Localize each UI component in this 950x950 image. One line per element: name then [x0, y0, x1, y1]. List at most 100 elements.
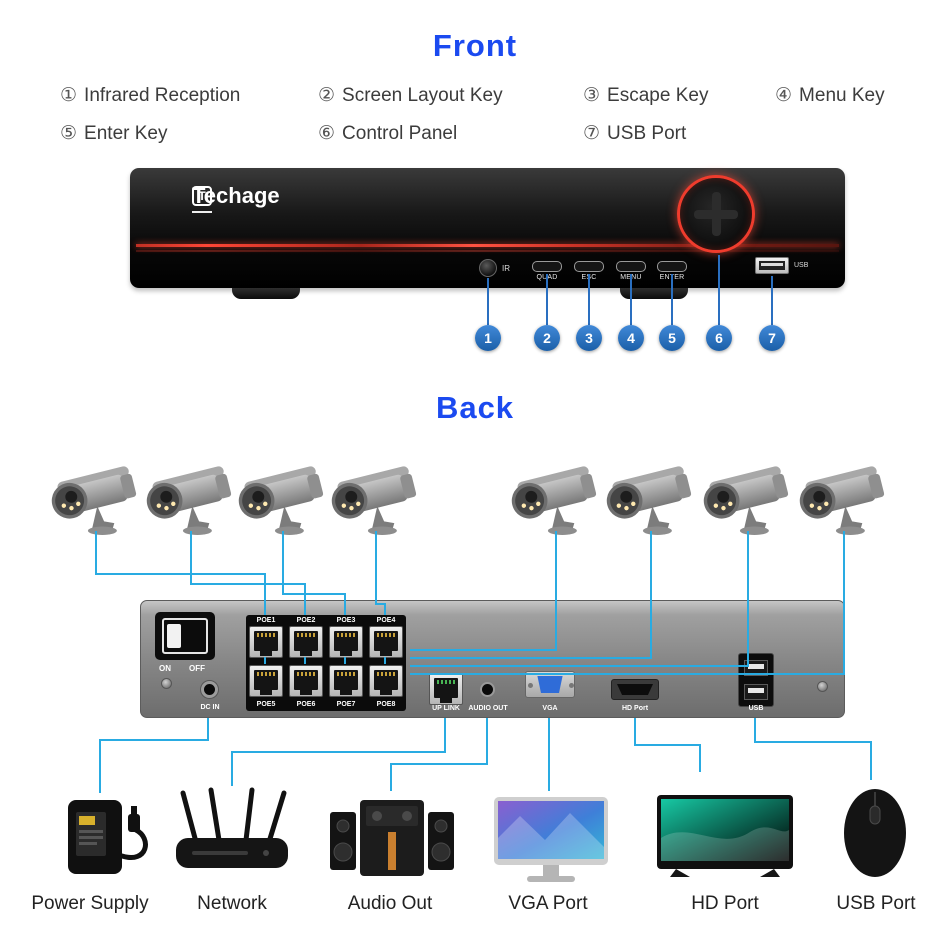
switch-off-label: OFF — [189, 664, 205, 673]
poe-camera-icon — [47, 464, 139, 535]
poe2-port — [289, 626, 323, 658]
legend-label-1: Infrared Reception — [84, 85, 241, 106]
audio-out-jack — [480, 682, 495, 697]
front-usb-port — [755, 257, 789, 274]
poe7-port — [329, 665, 363, 697]
back-usb-label: USB — [748, 705, 764, 712]
vga-connector — [525, 671, 575, 698]
callout-6: 6 — [706, 325, 732, 351]
infrared-receiver-icon — [479, 259, 497, 277]
legend-label-2: Screen Layout Key — [342, 85, 503, 106]
peripheral-connector-lines — [99, 718, 872, 793]
legend-num-7: ⑦ — [583, 123, 601, 144]
switch-on-label: ON — [159, 664, 171, 673]
callout-4: 4 — [618, 325, 644, 351]
callout-5: 5 — [659, 325, 685, 351]
vga-port-label: VGA Port — [508, 893, 588, 914]
poe7-label: POE7 — [336, 701, 356, 708]
callout-3: 3 — [576, 325, 602, 351]
poe-camera-icon — [327, 464, 419, 535]
audio-out-peripheral-label: Audio Out — [347, 893, 433, 914]
poe-camera-icon — [507, 464, 599, 535]
power-supply-label: Power Supply — [31, 893, 149, 914]
hdmi-connector — [611, 679, 659, 700]
enter-button-label: ENTER — [659, 274, 685, 281]
poe-camera-icon — [234, 464, 326, 535]
poe8-label: POE8 — [376, 701, 396, 708]
esc-button-label: ESC — [581, 274, 597, 281]
poe5-port — [249, 665, 283, 697]
quad-button-label: QUAD — [536, 274, 558, 281]
speakers-icon — [330, 800, 454, 876]
legend-num-1: ① — [60, 85, 78, 106]
menu-button: MENU — [615, 261, 647, 281]
status-light-strip — [136, 244, 839, 247]
uplink-port — [429, 673, 463, 705]
poe-camera-icon — [699, 464, 791, 535]
tv-icon — [657, 795, 793, 877]
callout-7: 7 — [759, 325, 785, 351]
legend-num-3: ③ — [583, 85, 601, 106]
dc-in-jack — [201, 681, 218, 698]
quad-button-outline — [532, 261, 562, 272]
legend-item-control-panel: ⑥ Control Panel — [318, 122, 457, 145]
dc-in-label: DC IN — [200, 704, 220, 711]
poe-camera-icon — [602, 464, 694, 535]
poe1-label: POE1 — [256, 617, 276, 624]
callout-1: 1 — [475, 325, 501, 351]
legend-num-5: ⑤ — [60, 123, 78, 144]
legend-item-infrared: ① Infrared Reception — [60, 84, 240, 107]
power-switch — [155, 612, 215, 660]
legend-label-4: Menu Key — [799, 85, 885, 106]
usb-port-peripheral-label: USB Port — [836, 893, 916, 914]
legend-num-4: ④ — [775, 85, 793, 106]
front-section-title: Front — [432, 28, 518, 63]
poe4-port — [369, 626, 403, 658]
nvr-front-panel: T Techage IR QUAD ESC MENU ENTER USB — [130, 168, 845, 288]
poe3-port — [329, 626, 363, 658]
poe5-label: POE5 — [256, 701, 276, 708]
legend-label-5: Enter Key — [84, 123, 168, 144]
control-panel-dial — [677, 175, 755, 253]
hd-port-peripheral-label: HD Port — [691, 893, 759, 914]
usb-port-1 — [744, 660, 768, 676]
poe6-port — [289, 665, 323, 697]
poe6-label: POE6 — [296, 701, 316, 708]
legend-num-6: ⑥ — [318, 123, 336, 144]
usb-port-2 — [744, 684, 768, 700]
screw-icon — [161, 678, 172, 689]
poe-camera-icon — [795, 464, 887, 535]
brand-name: Techage — [192, 183, 280, 208]
menu-button-outline — [616, 261, 646, 272]
status-light-reflection — [136, 250, 839, 252]
legend-label-6: Control Panel — [342, 123, 458, 144]
nvr-back-panel: ON OFF DC IN POE1 POE2 POE3 POE4 POE5 PO… — [140, 600, 845, 718]
monitor-icon — [494, 797, 608, 882]
audio-out-label: AUDIO OUT — [468, 705, 508, 712]
poe3-label: POE3 — [336, 617, 356, 624]
hd-port-label: HD Port — [621, 705, 649, 712]
network-label: Network — [197, 893, 267, 914]
router-icon — [176, 787, 288, 868]
poe8-port — [369, 665, 403, 697]
ir-label: IR — [502, 264, 510, 273]
esc-button-outline — [574, 261, 604, 272]
enter-button: ENTER — [656, 261, 688, 281]
poe-camera-icon — [142, 464, 234, 535]
enter-button-outline — [657, 261, 687, 272]
legend-item-enter: ⑤ Enter Key — [60, 122, 167, 145]
menu-button-label: MENU — [620, 274, 642, 281]
callout-2: 2 — [534, 325, 560, 351]
device-foot — [620, 288, 688, 299]
esc-button: ESC — [573, 261, 605, 281]
poe1-port — [249, 626, 283, 658]
front-usb-label: USB — [794, 262, 809, 269]
back-section-title: Back — [435, 390, 515, 425]
mouse-icon — [844, 789, 906, 877]
uplink-label: UP LINK — [432, 705, 460, 712]
poe2-label: POE2 — [296, 617, 316, 624]
